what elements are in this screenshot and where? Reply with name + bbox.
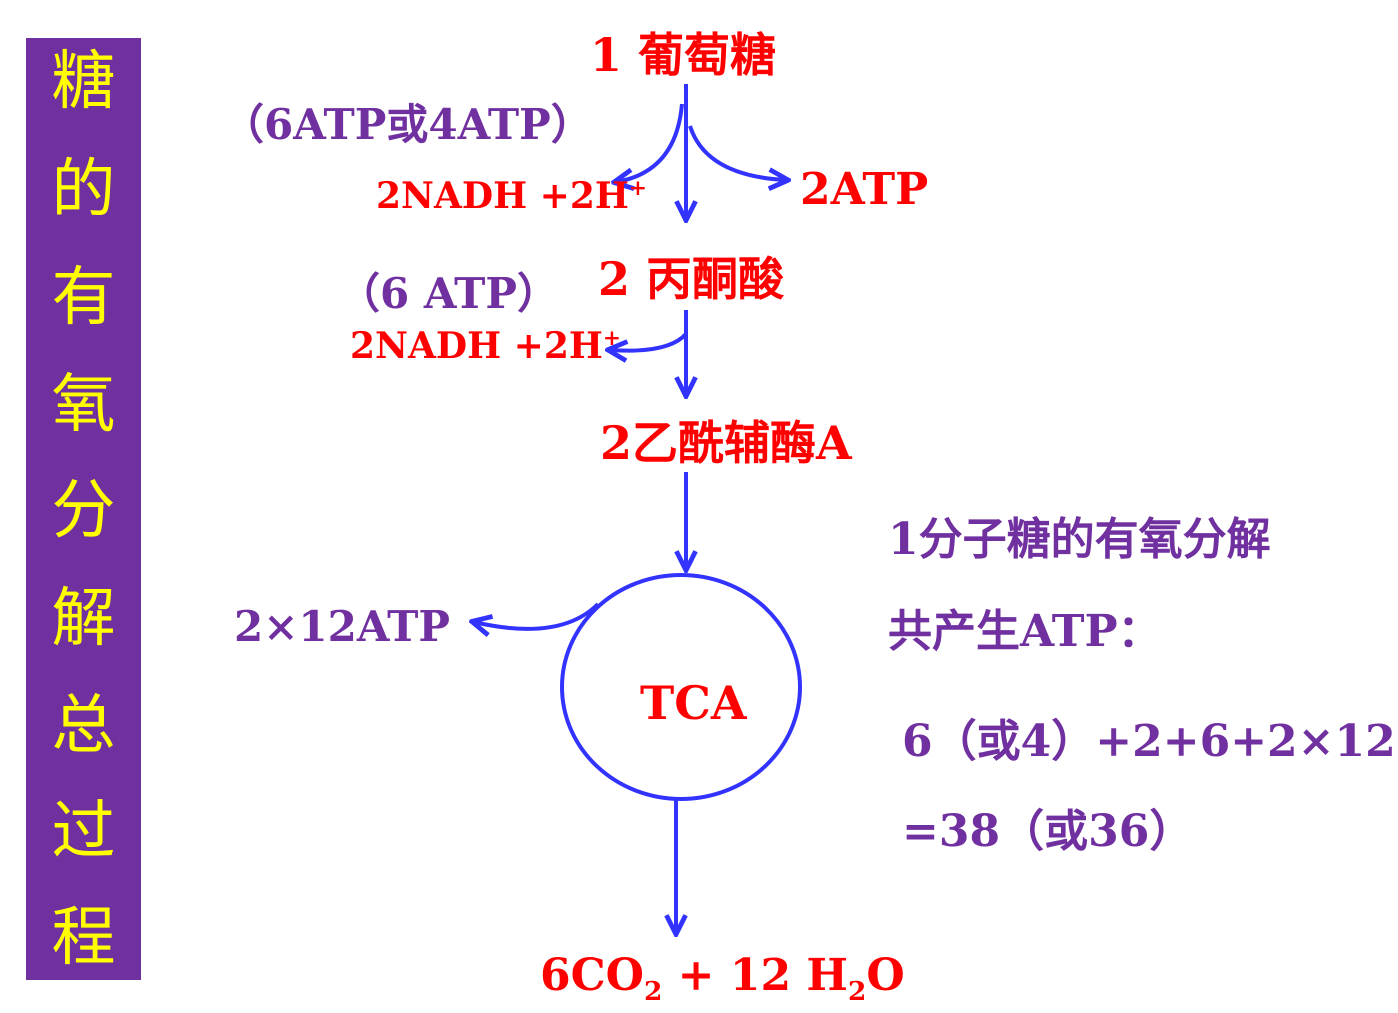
summary-line-2: 共产生ATP：	[888, 606, 1162, 657]
node-glucose: 1 葡萄糖	[590, 28, 777, 82]
title-char: 程	[51, 901, 116, 975]
title-sidebar: 糖 的 有 氧 分 解 总 过 程	[26, 38, 141, 980]
title-char: 分	[51, 474, 116, 548]
node-products: 6CO2 + 12 H2O	[540, 950, 905, 1007]
summary-line-4: =38（或36）	[902, 806, 1194, 857]
node-acetyl-coa: 2乙酰辅酶A	[600, 416, 852, 470]
node-pyruvate: 2 丙酮酸	[598, 252, 785, 306]
glycolysis-nadh-label: 2NADH +2H+	[376, 175, 647, 217]
title-char: 糖	[51, 45, 116, 119]
arrow-glycolysis-atp	[688, 125, 786, 180]
glycolysis-atp-label: 2ATP	[800, 164, 929, 215]
pyruvate-nadh-label: 2NADH +2H+	[350, 325, 621, 367]
title-char: 的	[51, 153, 116, 227]
summary-line-3: 6（或4）+2+6+2×12	[902, 716, 1396, 767]
arrow-pyruvate-nadh	[610, 332, 688, 351]
summary-line-1: 1分子糖的有氧分解	[888, 514, 1271, 565]
pyruvate-atp-note: （6 ATP）	[338, 269, 559, 318]
title-char: 氧	[51, 368, 116, 442]
node-tca: TCA	[640, 676, 747, 730]
tca-cycle-circle	[560, 573, 802, 801]
arrow-tca-atp	[474, 602, 600, 629]
title-char: 总	[51, 689, 116, 763]
title-char: 解	[51, 582, 116, 656]
title-char: 有	[51, 261, 116, 335]
title-char: 过	[51, 795, 116, 869]
glycolysis-atp-note: （6ATP或4ATP）	[222, 100, 593, 149]
tca-atp-label: 2×12ATP	[234, 602, 450, 651]
arrow-glycolysis-nadh	[616, 103, 684, 182]
